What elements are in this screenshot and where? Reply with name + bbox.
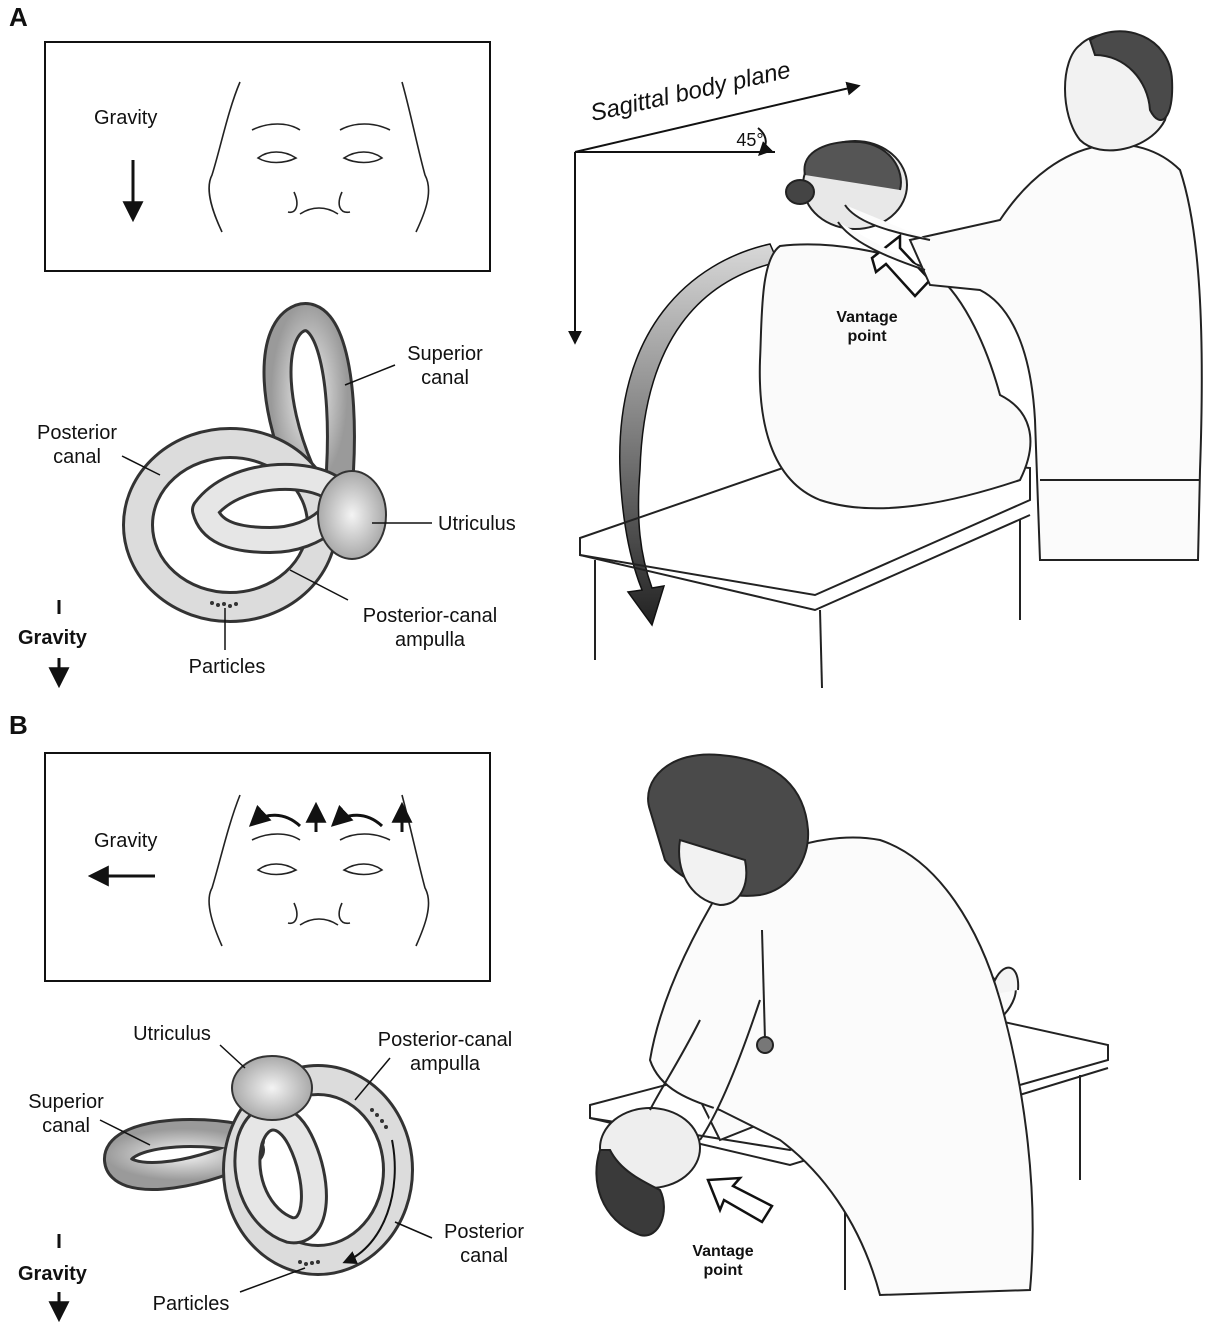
label-posterior-canal-b: Posteriorcanal — [428, 1220, 540, 1268]
label-superior-canal-b: Superiorcanal — [10, 1090, 122, 1138]
label-gravity-a: Gravity — [18, 626, 87, 650]
panel-a — [0, 31, 1211, 700]
utriculus-a — [318, 471, 386, 559]
face-box-b — [45, 753, 490, 981]
label-utriculus-b: Utriculus — [112, 1022, 232, 1046]
label-utriculus-a: Utriculus — [438, 512, 516, 536]
gravity-label-b-box: Gravity — [94, 829, 157, 853]
rotation-arrow — [620, 244, 778, 625]
label-gravity-b: Gravity — [18, 1262, 87, 1286]
face-drawing-a — [209, 82, 428, 232]
label-particles-b: Particles — [132, 1292, 250, 1316]
face-box-a — [45, 42, 490, 271]
label-posterior-canal-a: Posteriorcanal — [22, 421, 132, 469]
label-ampulla-a: Posterior-canalampulla — [340, 604, 520, 652]
label-ampulla-b: Posterior-canalampulla — [360, 1028, 530, 1076]
utriculus-b — [232, 1056, 312, 1120]
labyrinth-a — [138, 317, 341, 607]
vantage-arrow-b — [708, 1178, 772, 1222]
gravity-label-a-box: Gravity — [94, 106, 157, 130]
label-superior-canal-a: Superiorcanal — [386, 342, 504, 390]
label-vantage-a: Vantagepoint — [812, 308, 922, 346]
face-drawing-b — [209, 795, 428, 946]
panel-letter-a: A — [9, 2, 28, 33]
eye-rotation-arrows — [252, 806, 402, 832]
clinician-b-figure — [648, 754, 1033, 1295]
label-angle: 45° — [720, 128, 780, 152]
label-vantage-b: Vantagepoint — [668, 1242, 778, 1280]
panel-letter-b: B — [9, 710, 28, 741]
label-particles-a: Particles — [168, 655, 286, 679]
